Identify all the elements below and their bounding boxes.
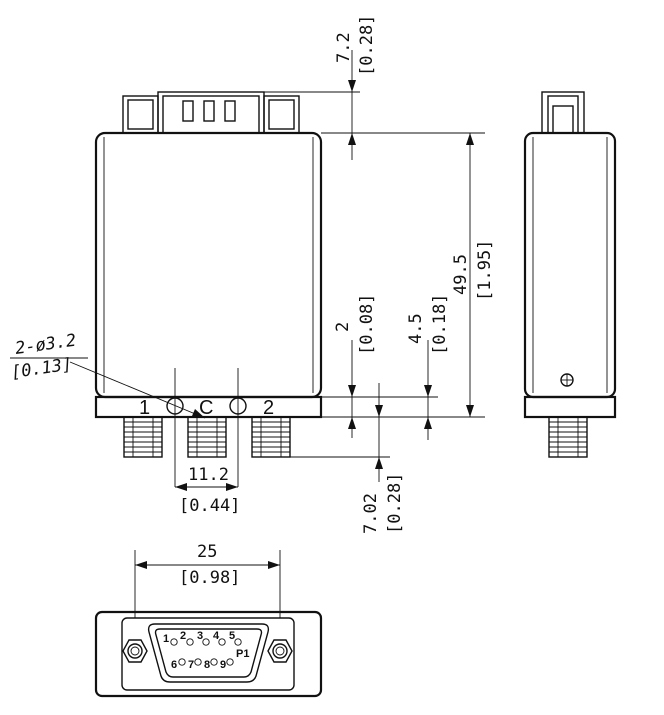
dim-flange-offset-in: [0.08]	[357, 294, 377, 355]
top-view-outline	[94, 610, 323, 698]
pin-8: 8	[204, 659, 210, 671]
dimension-lines	[10, 50, 485, 491]
dim-top-mm: 7.2	[334, 32, 354, 63]
port-label-2: 2	[263, 397, 274, 419]
pin-4: 4	[213, 630, 220, 642]
dim-connector-in: [0.28]	[385, 473, 405, 534]
dim-top-in: [0.28]	[357, 15, 377, 76]
side-flange	[523, 395, 617, 419]
front-body	[94, 131, 323, 399]
pin-6: 6	[171, 659, 177, 671]
dim-flange-mm: 4.5	[406, 313, 426, 344]
dim-hole-spacing-in: [0.44]	[179, 496, 240, 516]
top-dsub-connector	[122, 91, 300, 134]
dim-mount-spacing-in: [0.98]	[179, 568, 240, 588]
port-label-c: C	[199, 397, 213, 419]
pin-2: 2	[180, 630, 186, 642]
hex-nut-left	[122, 639, 148, 663]
pin-3: 3	[197, 630, 203, 642]
dsub-9-connector: 1 2 3 4 5 P1 6 7 8 9	[147, 623, 270, 683]
dim-total-mm: 49.5	[451, 254, 471, 295]
dim-flange-in: [0.18]	[430, 294, 450, 355]
side-view	[523, 91, 617, 458]
pin-p1: P1	[236, 648, 249, 660]
port-label-1: 1	[139, 397, 150, 419]
dim-total-in: [1.95]	[475, 240, 495, 301]
dim-flange-offset-mm: 2	[333, 322, 353, 332]
dim-hole-note-in: [0.13]	[10, 355, 74, 383]
dim-connector-mm: 7.02	[361, 493, 381, 534]
pin-7: 7	[188, 659, 194, 671]
front-view: 1 C 2	[94, 91, 323, 487]
dim-mount-spacing-mm: 25	[197, 542, 217, 562]
sma-connector-c	[187, 416, 227, 458]
side-body	[523, 131, 617, 399]
top-view: 1 2 3 4 5 P1 6 7 8 9	[94, 550, 323, 698]
side-sma-connector	[548, 416, 588, 458]
sma-connector-1	[123, 416, 163, 458]
dim-hole-spacing-mm: 11.2	[188, 465, 229, 485]
pin-5: 5	[229, 630, 235, 642]
pin-9: 9	[220, 659, 226, 671]
hex-nut-right	[267, 639, 293, 663]
sma-connector-2	[251, 416, 291, 458]
pin-1: 1	[163, 633, 169, 645]
dimension-labels: 7.2 [0.28] 49.5 [1.95] 2 [0.08] 4.5 [0.1…	[10, 15, 495, 588]
